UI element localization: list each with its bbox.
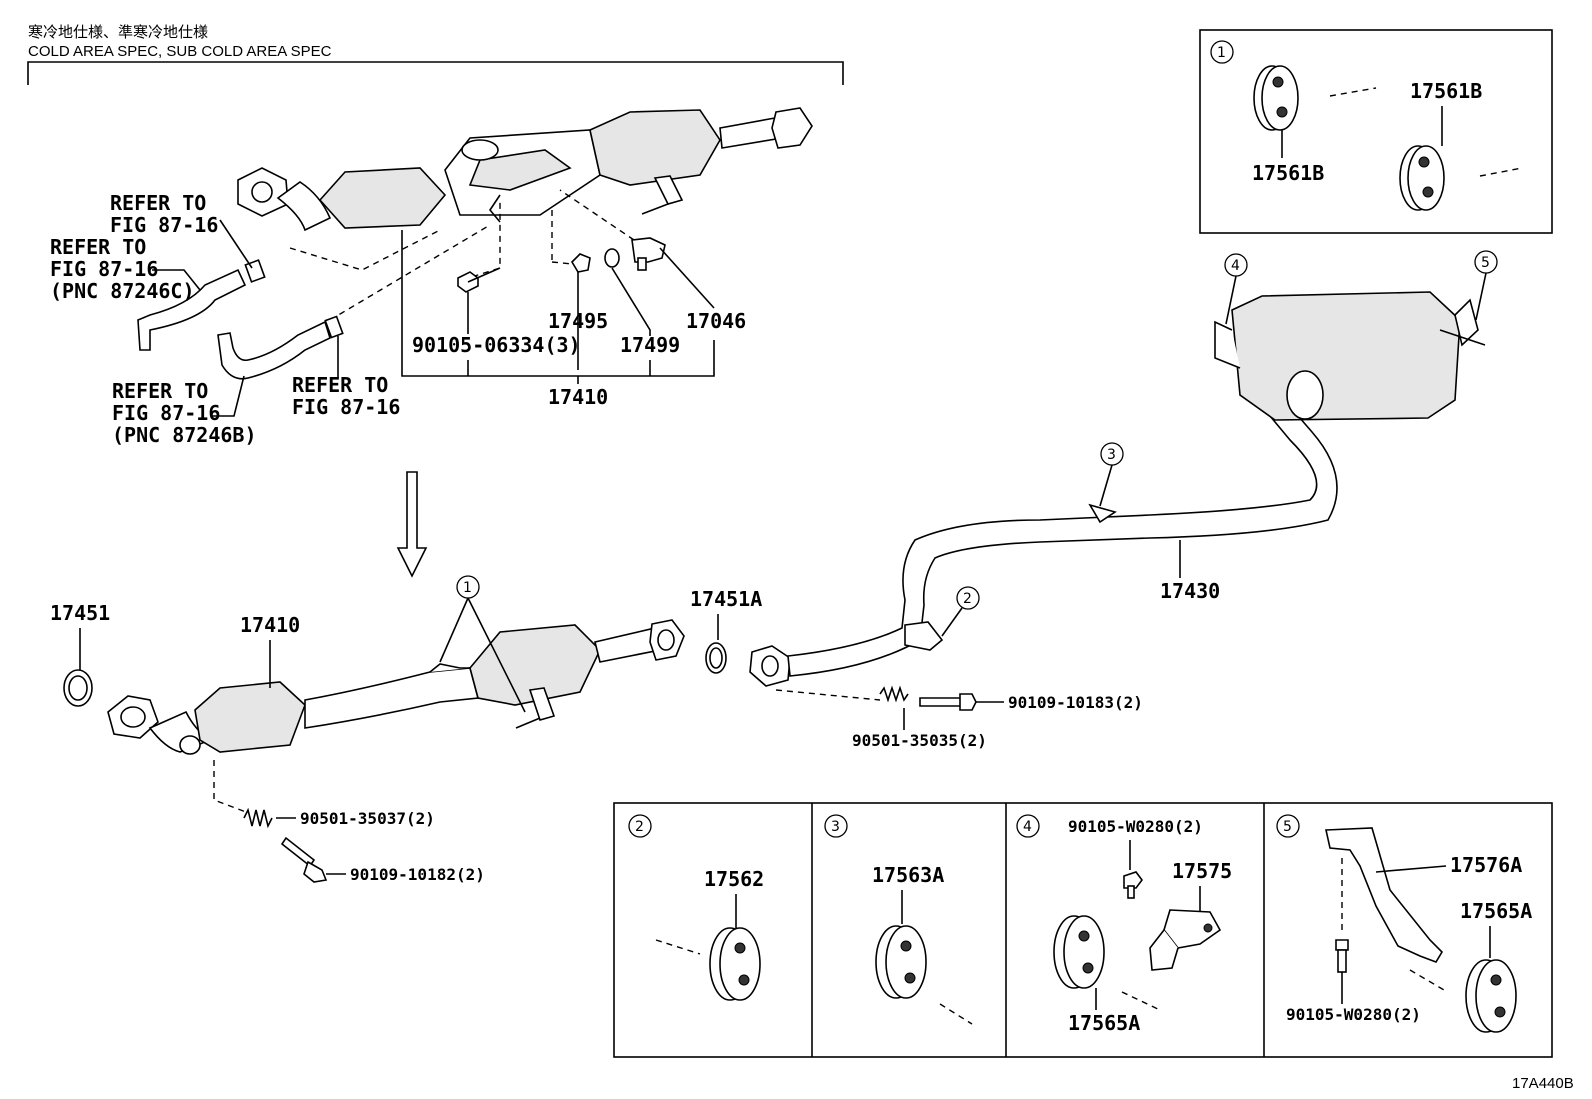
refer-4-line1: REFER TO (292, 373, 388, 397)
callout-4-main-label: 4 (1231, 258, 1240, 274)
label-90105-06334: 90105-06334(3) (412, 333, 581, 357)
label-17565A-a: 17565A (1068, 1011, 1140, 1035)
label-90109-10183: 90109-10183(2) (1008, 693, 1143, 712)
bracket-17575 (1149, 909, 1222, 971)
hanger-17563A (875, 925, 973, 1025)
inset-row-bottom (613, 802, 1553, 1058)
header-title-jp: 寒冷地仕様、準寒冷地仕様 (28, 23, 208, 41)
inset-box-1 (1199, 29, 1553, 234)
spring-90501-35035 (879, 685, 909, 703)
hanger-17561B-a (1253, 65, 1377, 131)
callout-4-box-label: 4 (1023, 819, 1032, 835)
refer-1-line2: FIG 87-16 (110, 213, 218, 237)
front-pipe-17410 (107, 619, 685, 755)
bolt-90109-10182 (280, 836, 328, 883)
label-17499: 17499 (620, 333, 680, 357)
refer-2-line1: REFER TO (50, 235, 146, 259)
refer-2-line3: (PNC 87246C) (50, 279, 195, 303)
label-17561B-b: 17561B (1410, 79, 1482, 103)
label-17451A: 17451A (690, 587, 762, 611)
hose-87246B (217, 315, 344, 380)
callout-2-main (956, 586, 980, 610)
callout-5-box (1276, 814, 1300, 838)
sensor-17495 (570, 253, 591, 273)
header-title-en: COLD AREA SPEC, SUB COLD AREA SPEC (28, 43, 332, 60)
label-90501-35035: 90501-35035(2) (852, 731, 987, 750)
callout-1-box (1210, 40, 1234, 64)
label-17430: 17430 (1160, 579, 1220, 603)
hanger-17565A-b (1409, 959, 1517, 1033)
callout-2-main-label: 2 (963, 591, 972, 607)
callout-1-box-label: 1 (1217, 45, 1226, 61)
callout-3-main-label: 3 (1107, 447, 1116, 463)
bolt-90105-W0280-b (1335, 939, 1349, 973)
top-exhaust-assembly (237, 107, 813, 232)
label-17563A: 17563A (872, 863, 944, 887)
label-17451: 17451 (50, 601, 110, 625)
spring-90501-35037 (243, 807, 273, 829)
gasket-17499 (604, 248, 620, 268)
label-17410-top: 17410 (548, 385, 608, 409)
center-pipe-17430 (749, 393, 1338, 687)
label-17046: 17046 (686, 309, 746, 333)
refer-2-line2: FIG 87-16 (50, 257, 158, 281)
bolt-90109-10183 (919, 693, 977, 711)
bracket-17576A (1325, 827, 1444, 963)
label-17576A: 17576A (1450, 853, 1522, 877)
label-17562: 17562 (704, 867, 764, 891)
label-90105-W0280-a: 90105-W0280(2) (1068, 817, 1203, 836)
sensor-17046 (631, 237, 666, 271)
callout-1-main-label: 1 (463, 580, 472, 596)
callout-3-box-label: 3 (831, 819, 840, 835)
cold-spec-bracket (27, 61, 844, 85)
bolt-90105-W0280-a (1123, 871, 1143, 899)
refer-3-line2: FIG 87-16 (112, 401, 220, 425)
label-17410: 17410 (240, 613, 300, 637)
callout-3-box (824, 814, 848, 838)
label-17565A-b: 17565A (1460, 899, 1532, 923)
hanger-17561B-b (1399, 145, 1523, 211)
muffler (1214, 291, 1486, 421)
callout-2-box-label: 2 (635, 819, 644, 835)
callout-5-main-label: 5 (1481, 255, 1490, 271)
callout-5-box-label: 5 (1283, 819, 1292, 835)
down-arrow (396, 471, 428, 578)
label-17575: 17575 (1172, 859, 1232, 883)
bolt-90105-06334 (457, 267, 501, 293)
figure-id: 17A440B (1512, 1075, 1574, 1092)
label-90105-W0280-b: 90105-W0280(2) (1286, 1005, 1421, 1024)
label-17561B-a: 17561B (1252, 161, 1324, 185)
hanger-17562 (655, 927, 761, 1001)
refer-3-line1: REFER TO (112, 379, 208, 403)
refer-1-line1: REFER TO (110, 191, 206, 215)
callout-2-box (628, 814, 652, 838)
callout-4-box (1016, 814, 1040, 838)
label-90501-35037: 90501-35037(2) (300, 809, 435, 828)
hanger-17565A-a (1053, 915, 1161, 1011)
refer-4-line2: FIG 87-16 (292, 395, 400, 419)
refer-3-line3: (PNC 87246B) (112, 423, 257, 447)
label-90109-10182: 90109-10182(2) (350, 865, 485, 884)
